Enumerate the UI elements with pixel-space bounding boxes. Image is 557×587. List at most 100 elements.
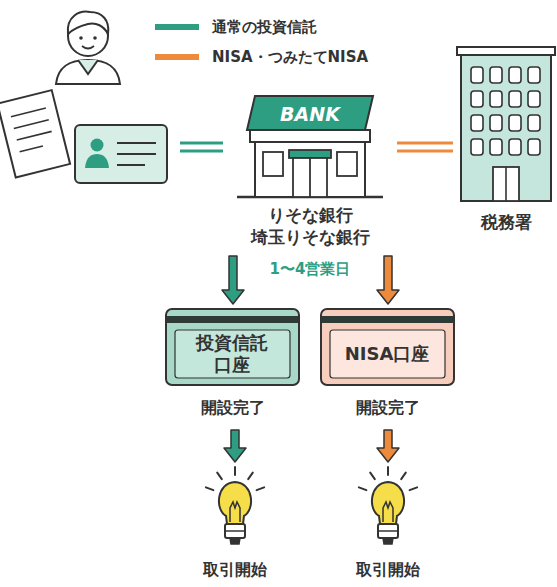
person-body bbox=[56, 60, 120, 84]
door-line bbox=[309, 158, 311, 197]
office-window bbox=[490, 91, 502, 107]
account-card: NISA口座開設完了 bbox=[320, 308, 455, 426]
status-text: 開設完了 bbox=[165, 396, 300, 420]
office-window bbox=[471, 115, 483, 131]
person-eye bbox=[93, 36, 97, 40]
bulb-ray bbox=[401, 473, 406, 480]
lightbulb-icon: 取引開始 bbox=[195, 466, 275, 587]
bulb-thread bbox=[225, 530, 245, 532]
id-line bbox=[117, 164, 145, 166]
applicant-link bbox=[180, 143, 223, 151]
id-line bbox=[117, 142, 156, 144]
bulb-base bbox=[378, 524, 398, 538]
bulb-ray bbox=[206, 487, 214, 490]
card-panel bbox=[175, 330, 290, 378]
office-window bbox=[471, 91, 483, 107]
document-line bbox=[11, 108, 46, 117]
office-roof bbox=[457, 47, 555, 55]
bulb-filament bbox=[230, 502, 240, 522]
office-window bbox=[509, 67, 521, 83]
bulb-outline bbox=[348, 466, 428, 556]
bulb-glass bbox=[219, 482, 251, 524]
bulb-thread bbox=[378, 530, 398, 532]
legend-text: 通常の投資信託 bbox=[212, 18, 317, 37]
office-window bbox=[528, 139, 540, 155]
flow-arrow bbox=[224, 430, 246, 462]
office-window bbox=[528, 67, 540, 83]
legend-text: NISA・つみたてNISA bbox=[212, 48, 368, 67]
document-paper bbox=[0, 90, 70, 177]
bulb-outline bbox=[195, 466, 275, 556]
account-name: 投資信託 口座 bbox=[182, 330, 282, 378]
bank-door bbox=[293, 158, 327, 197]
bank-sign-text: BANK bbox=[252, 98, 368, 131]
office-body bbox=[461, 51, 551, 201]
office-window bbox=[471, 139, 483, 155]
flow-arrow bbox=[222, 256, 244, 304]
card-panel bbox=[330, 330, 445, 378]
office-window bbox=[509, 139, 521, 155]
bulb-ray bbox=[248, 473, 253, 480]
bulb-ray bbox=[234, 467, 236, 475]
door-line bbox=[505, 167, 507, 201]
tax-office-building: 税務署 bbox=[455, 45, 557, 250]
legend-row: NISA・つみたてNISA bbox=[155, 47, 368, 67]
id-photo-body bbox=[85, 154, 109, 168]
bulb-ray bbox=[370, 473, 375, 480]
office-window bbox=[490, 67, 502, 83]
flow-arrow bbox=[377, 430, 399, 462]
card-stripe bbox=[322, 316, 453, 323]
card-body bbox=[321, 309, 454, 385]
office-window bbox=[528, 115, 540, 131]
legend-swatch bbox=[155, 24, 199, 30]
office-window bbox=[490, 139, 502, 155]
start-text: 取引開始 bbox=[185, 558, 285, 582]
bulb-tip bbox=[230, 538, 240, 544]
account-name: NISA口座 bbox=[337, 330, 437, 378]
id-card bbox=[75, 125, 167, 183]
person-collar bbox=[78, 60, 98, 74]
office-window bbox=[509, 91, 521, 107]
account-card: 投資信託 口座開設完了 bbox=[165, 308, 300, 426]
bank-cornice bbox=[250, 130, 370, 142]
person-hair bbox=[68, 12, 108, 34]
card-stripe bbox=[167, 316, 298, 323]
bulb-tip bbox=[383, 538, 393, 544]
document-line bbox=[17, 131, 52, 140]
flow-arrow bbox=[377, 256, 399, 304]
office-window bbox=[528, 91, 540, 107]
bank-sign bbox=[247, 96, 373, 130]
bulb-ray bbox=[387, 467, 389, 475]
bank-name: りそな銀行 埼玉りそな銀行 bbox=[225, 202, 395, 250]
office-window bbox=[509, 115, 521, 131]
duration-label: 1〜4営業日 bbox=[250, 260, 370, 279]
start-text: 取引開始 bbox=[338, 558, 438, 582]
office-window bbox=[471, 67, 483, 83]
bank-window bbox=[337, 152, 357, 176]
bulb-filament bbox=[383, 502, 393, 522]
link-line bbox=[180, 142, 223, 145]
bulb-ray bbox=[217, 473, 222, 480]
card-body bbox=[166, 309, 299, 385]
office-door bbox=[493, 167, 519, 201]
document-line bbox=[14, 120, 49, 129]
person-eye bbox=[79, 36, 83, 40]
bulb-ray bbox=[359, 487, 367, 490]
link-line bbox=[180, 150, 223, 153]
office-name: 税務署 bbox=[455, 209, 557, 235]
legend-swatch bbox=[155, 54, 199, 60]
person-illustration bbox=[56, 12, 120, 84]
document-line bbox=[20, 146, 43, 152]
office-outline bbox=[455, 45, 557, 205]
legend-row: 通常の投資信託 bbox=[155, 17, 317, 37]
office-windows bbox=[471, 67, 540, 155]
bank-building: BANK りそな銀行 埼玉りそな銀行 bbox=[225, 92, 395, 252]
link-connector bbox=[397, 143, 453, 151]
bulb-ray bbox=[410, 487, 418, 490]
bulb-base bbox=[225, 524, 245, 538]
bank-window bbox=[263, 152, 283, 176]
id-card-illustration bbox=[75, 125, 167, 183]
